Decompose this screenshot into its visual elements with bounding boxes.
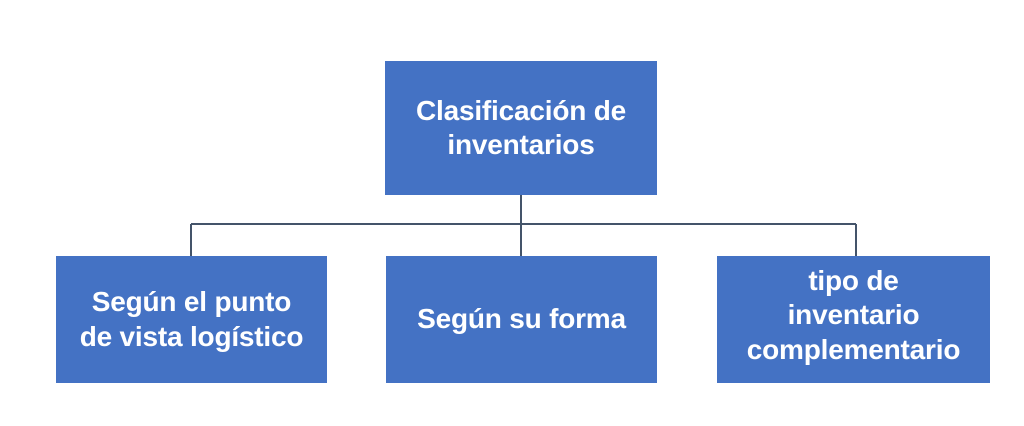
- node-child-2-label: tipo de inventario complementario: [746, 265, 961, 365]
- node-child-tipo-de-inventario-complementario[interactable]: tipo de inventario complementario: [717, 256, 990, 383]
- node-child-1-label: Según su forma: [417, 303, 626, 335]
- node-child-0-label: Según el punto de vista logístico: [79, 286, 304, 352]
- node-root-label: Clasificación de inventarios: [416, 94, 626, 160]
- node-child-punto-de-vista-logistico[interactable]: Según el punto de vista logístico: [56, 256, 327, 383]
- node-child-segun-su-forma[interactable]: Según su forma: [386, 256, 657, 383]
- node-root[interactable]: Clasificación de inventarios: [385, 61, 657, 195]
